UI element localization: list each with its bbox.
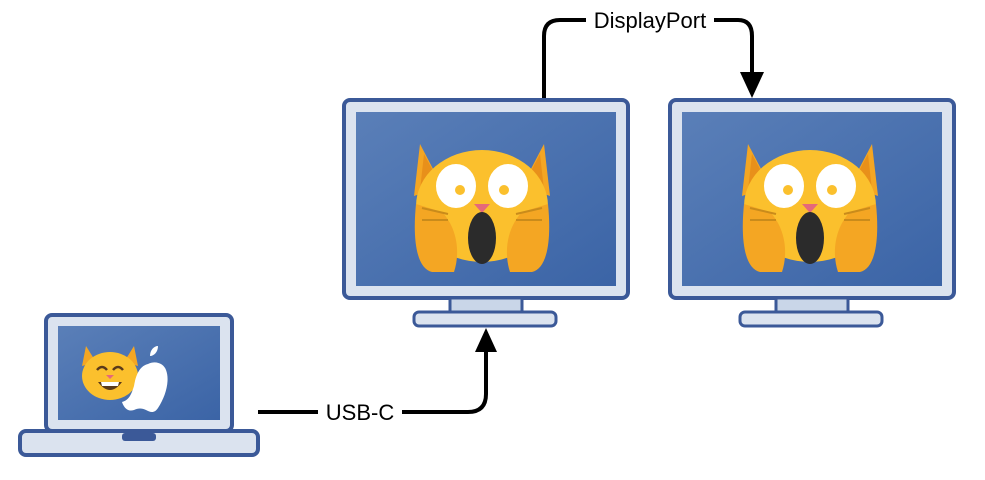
usb-c-label: USB-C	[326, 400, 395, 425]
apple-logo-icon	[122, 346, 168, 412]
monitor-icon	[342, 98, 630, 328]
displayport-label: DisplayPort	[594, 8, 706, 33]
arrow-up-icon	[475, 328, 497, 352]
smiling-cat-emoji-icon	[82, 346, 138, 400]
usb-c-connection: USB-C	[258, 328, 497, 425]
displayport-connection: DisplayPort	[542, 8, 764, 98]
laptop-icon	[18, 313, 260, 457]
arrow-down-icon	[740, 72, 764, 98]
monitor-icon	[668, 98, 956, 328]
